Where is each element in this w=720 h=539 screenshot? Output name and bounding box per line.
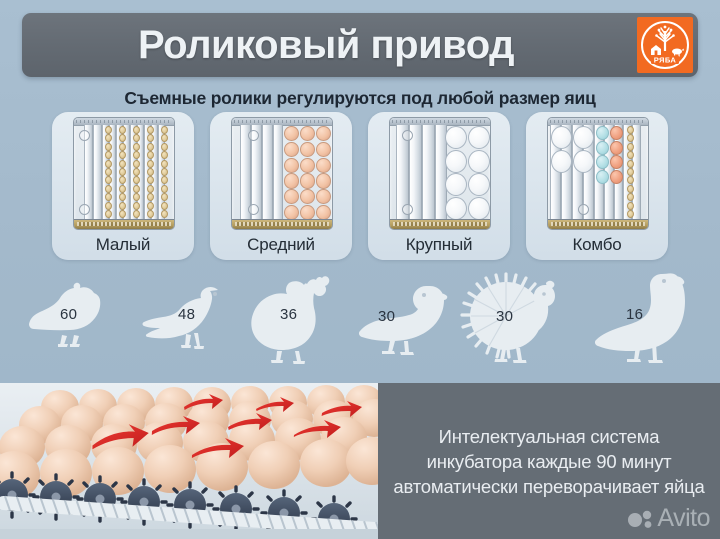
ryaba-logo-icon: РЯБА [641,21,689,69]
egg-column [444,125,467,220]
roller [251,125,262,220]
roller [262,125,273,220]
tray-bottom-rail [390,219,490,229]
avito-watermark: Avito [628,504,710,533]
bird-count: 30 [496,308,514,325]
svg-text:РЯБА: РЯБА [654,55,677,64]
bird-count: 48 [178,306,196,323]
egg-roller-illustration [0,383,378,539]
roller-area [74,125,174,220]
incubator-roller-photo [0,383,378,539]
page-title: Роликовый привод [137,22,515,67]
tray-knob [578,204,589,215]
tray-frame [547,117,649,230]
avito-dots-icon [628,510,652,528]
roller [422,125,435,220]
tray-card-small[interactable]: Малый [52,112,194,260]
roller [93,125,102,220]
egg-column [283,125,299,220]
bird-quail: 60 [22,268,140,368]
chicken-icon [251,276,330,364]
egg-column [160,125,168,220]
roller [435,125,447,220]
egg-column [315,125,331,220]
tray-frame [73,117,175,230]
tray-label: Комбо [572,235,622,254]
roller [583,125,594,220]
tray-card-large[interactable]: Крупный [368,112,510,260]
info-text: Интелектуальная система инкубатора кажды… [393,425,705,497]
bird-duck: 30 [348,268,466,368]
roller [409,125,422,220]
egg-column [299,125,315,220]
tray-knob [402,204,413,215]
duck-icon [358,286,448,355]
tray-knob [402,130,413,141]
roller [550,125,561,220]
tray-frame [389,117,491,230]
roller [273,125,283,220]
roller-area [548,125,648,220]
bottom-section: Интелектуальная система инкубатора кажды… [0,383,720,539]
tray-label: Крупный [405,235,473,254]
roller [572,125,583,220]
egg-column [595,125,609,220]
pigeon-icon [142,287,218,349]
roller [84,125,93,220]
tray-knob [79,130,90,141]
info-panel: Интелектуальная система инкубатора кажды… [378,383,720,539]
egg-column [132,125,140,220]
roller-area [232,125,332,220]
subtitle-text: Съемные ролики регулируются под любой ра… [124,88,596,108]
tray-bottom-rail [232,219,332,229]
egg-column [104,125,112,220]
bird-count: 60 [60,306,78,323]
bird-capacity-row: 60 48 36 [0,268,720,378]
tray-card-medium[interactable]: Средний [210,112,352,260]
tray-knob [248,204,259,215]
egg-column [626,125,634,220]
egg-column [550,125,572,220]
tray-label: Малый [95,235,151,254]
tray-knob [79,204,90,215]
egg-column [572,125,594,220]
tray-bottom-rail [548,219,648,229]
tray-size-row: Малый [0,112,720,262]
header-bar: Роликовый привод [22,13,698,77]
egg-column [467,125,490,220]
turkey-icon [460,272,555,363]
bird-pigeon: 48 [130,268,248,368]
roller [240,125,251,220]
roller [396,125,409,220]
bird-count: 36 [280,306,298,323]
tray-frame [231,117,333,230]
egg-column [146,125,154,220]
goose-icon [594,273,685,363]
tray-card-combo[interactable]: Комбо [526,112,668,260]
quail-icon [29,282,101,347]
roller-area [390,125,490,220]
brand-logo: РЯБА [637,17,693,73]
bird-count: 16 [626,306,644,323]
bird-goose: 16 [578,268,696,368]
tray-label: Средний [247,235,315,254]
roller [561,125,572,220]
bird-chicken: 36 [237,268,355,368]
avito-watermark-text: Avito [657,504,710,532]
egg-column [118,125,126,220]
bird-count: 30 [378,308,396,325]
egg-column [609,125,623,220]
tray-knob [248,130,259,141]
tray-bottom-rail [74,219,174,229]
bird-turkey: 30 [458,268,576,368]
